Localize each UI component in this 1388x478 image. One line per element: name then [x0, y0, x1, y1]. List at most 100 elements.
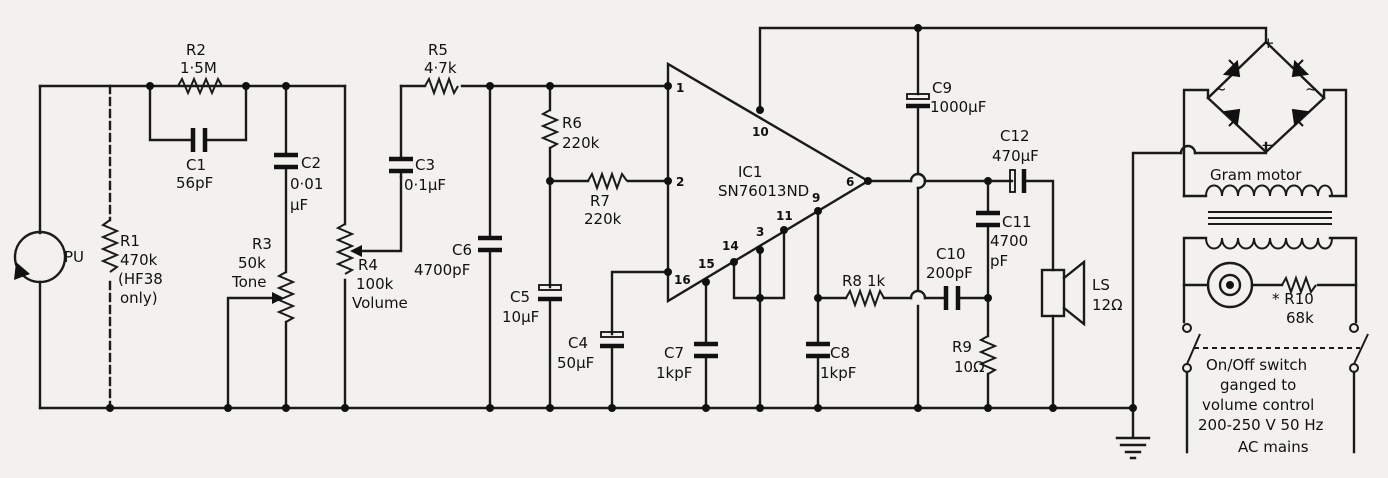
- r4-func: Volume: [352, 294, 408, 312]
- c8-value: 1kpF: [820, 364, 856, 382]
- c9-value: 1000µF: [930, 98, 986, 116]
- r1-value: 470k: [120, 251, 158, 269]
- bridge-ac-right: ~: [1305, 80, 1318, 98]
- c12-value: 470µF: [992, 147, 1039, 165]
- bridge-minus: −: [1261, 136, 1274, 154]
- gram-motor: Gram motor: [1182, 166, 1358, 324]
- r4-name: R4: [358, 256, 378, 274]
- c2-value1: 0·01: [290, 175, 323, 193]
- r10-name: * R10: [1272, 290, 1314, 308]
- ls-name: LS: [1092, 276, 1110, 294]
- r10-resistor: * R10 68k: [1272, 275, 1317, 327]
- r3-name: R3: [252, 235, 272, 253]
- c7-value: 1kpF: [656, 364, 692, 382]
- pin-14: 14: [722, 239, 739, 253]
- c11-value1: 4700: [990, 232, 1028, 250]
- c12-name: C12: [1000, 127, 1030, 145]
- r7-name: R7: [590, 192, 610, 210]
- pu-label: PU: [64, 248, 84, 266]
- pin-6: 6: [846, 175, 854, 189]
- mains-switch: [1182, 323, 1369, 454]
- pin-3: 3: [756, 225, 764, 239]
- pin-2: 2: [676, 175, 684, 189]
- pin-10: 10: [752, 125, 769, 139]
- r6-resistor: R6 220k: [540, 84, 600, 183]
- loudspeaker: LS 12Ω: [1040, 259, 1123, 410]
- c1-value: 56pF: [176, 174, 213, 192]
- r10-value: 68k: [1286, 309, 1314, 327]
- r9-resistor: R9 10Ω: [952, 335, 998, 410]
- r5-name: R5: [428, 41, 448, 59]
- bridge-plus: +: [1262, 34, 1275, 52]
- c2-name: C2: [301, 154, 321, 172]
- pin-15: 15: [698, 257, 715, 271]
- switch-note: On/Off switch ganged to volume control 2…: [1198, 356, 1324, 456]
- r1-name: R1: [120, 232, 140, 250]
- r2-resistor: R2 1·5M: [177, 41, 223, 96]
- c10-name: C10: [936, 245, 966, 263]
- bridge-ac-left: ~: [1214, 80, 1227, 98]
- c5-value: 10µF: [502, 308, 539, 326]
- c6-value: 4700pF: [414, 261, 470, 279]
- r1-note2: only): [120, 289, 158, 307]
- r2-name: R2: [186, 41, 206, 59]
- svg-text:volume control: volume control: [1202, 396, 1314, 414]
- r4-value: 100k: [356, 275, 394, 293]
- c8-name: C8: [830, 344, 850, 362]
- r4-volume-pot: R4 100k Volume: [335, 84, 408, 410]
- c8-capacitor: C8 1kpF: [806, 209, 856, 410]
- c12-capacitor: C12 470µF: [992, 127, 1039, 193]
- c5-name: C5: [510, 288, 530, 306]
- r7-value: 220k: [584, 210, 622, 228]
- c2-capacitor: C2 0·01 µF: [274, 84, 323, 274]
- c5-capacitor: C5 10µF: [502, 179, 562, 410]
- pin-9: 9: [812, 191, 820, 205]
- r7-resistor: R7 220k: [548, 171, 670, 228]
- c4-name: C4: [568, 334, 588, 352]
- ls-value: 12Ω: [1092, 296, 1123, 314]
- r1-resistor: R1 470k (HF38 only): [100, 84, 163, 410]
- motor-label: Gram motor: [1210, 166, 1302, 184]
- ic1-amplifier: IC1 SN76013ND 1 2 16 10 6 9 11 3 14 15: [666, 61, 871, 304]
- c9-name: C9: [932, 79, 952, 97]
- r3-tone-pot: R3 50k Tone: [226, 235, 296, 410]
- c1-name: C1: [186, 156, 206, 174]
- ic1-name: IC1: [738, 163, 762, 181]
- c11-name: C11: [1002, 213, 1032, 231]
- c1-capacitor: C1 56pF: [148, 84, 248, 192]
- r1-note1: (HF38: [118, 270, 163, 288]
- c7-capacitor: C7 1kpF: [656, 280, 718, 410]
- svg-text:200-250 V 50 Hz: 200-250 V 50 Hz: [1198, 416, 1324, 434]
- c4-value: 50µF: [557, 354, 594, 372]
- ic1-part: SN76013ND: [718, 182, 809, 200]
- svg-text:On/Off switch: On/Off switch: [1206, 356, 1307, 374]
- c3-name: C3: [415, 156, 435, 174]
- r9-name: R9: [952, 338, 972, 356]
- c10-capacitor: C10 200pF: [926, 245, 973, 310]
- pin-11: 11: [776, 209, 793, 223]
- c10-value: 200pF: [926, 264, 973, 282]
- c4-capacitor: C4 50µF: [557, 270, 670, 410]
- r9-value: 10Ω: [954, 358, 985, 376]
- c3-value: 0·1µF: [404, 176, 446, 194]
- c6-capacitor: C6 4700pF: [414, 84, 502, 410]
- c7-name: C7: [664, 344, 684, 362]
- c11-value2: pF: [990, 252, 1008, 270]
- svg-text:AC mains: AC mains: [1238, 438, 1309, 456]
- output-line: [866, 179, 1055, 272]
- c3-capacitor: C3 0·1µF: [389, 84, 446, 194]
- r2-value: 1·5M: [180, 59, 217, 77]
- pickup-pu: PU: [13, 84, 84, 410]
- r6-value: 220k: [562, 134, 600, 152]
- neon-lamp: [1182, 261, 1358, 309]
- svg-text:ganged to: ganged to: [1220, 376, 1296, 394]
- r3-value: 50k: [238, 254, 266, 272]
- supply-rail: [758, 26, 1268, 112]
- c2-value2: µF: [290, 196, 308, 214]
- r5-resistor: R5 4·7k: [399, 41, 670, 96]
- pin-1: 1: [676, 81, 684, 95]
- bridge-rectifier: + − ~ ~: [1182, 34, 1348, 198]
- r3-func: Tone: [231, 273, 267, 291]
